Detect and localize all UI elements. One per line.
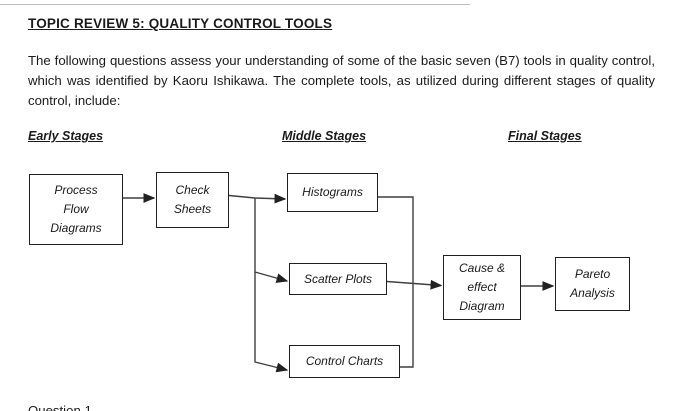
connector-check-sheets-to-histograms xyxy=(228,193,287,204)
flow-node-label: effect xyxy=(467,280,497,294)
stage-header-middle: Middle Stages xyxy=(282,129,367,143)
flow-node-process-flow-diagrams[interactable]: Process Flow Diagrams xyxy=(29,174,123,245)
flow-node-label: Cause & xyxy=(458,261,506,275)
flow-node-check-sheets[interactable]: Check Sheets xyxy=(156,172,229,228)
flow-node-scatter-plots[interactable]: Scatter Plots xyxy=(289,263,387,295)
flow-node-label: Diagram xyxy=(459,299,505,313)
document-title: TOPIC REVIEW 5: QUALITY CONTROL TOOLS xyxy=(28,16,333,31)
stage-header-final: Final Stages xyxy=(508,129,582,143)
flow-node-label: Diagrams xyxy=(50,221,102,235)
next-section-heading-partial: Question 1 xyxy=(28,403,92,411)
flow-node-label: Control Charts xyxy=(305,354,384,368)
flow-node-label: Histograms xyxy=(302,185,363,199)
connector-check-sheets-to-control-charts xyxy=(254,272,289,373)
flow-node-label: Pareto xyxy=(574,267,611,281)
flow-node-control-charts[interactable]: Control Charts xyxy=(289,345,400,378)
flow-node-label: Sheets xyxy=(173,202,212,216)
stage-header-early: Early Stages xyxy=(28,129,104,143)
flow-node-label: Scatter Plots xyxy=(303,271,373,286)
connector-check-sheets-to-scatter-plots xyxy=(254,198,289,283)
flow-node-label: Process xyxy=(54,183,98,197)
connector-scatter-plots-to-cause-effect-diagram xyxy=(386,279,443,290)
page-top-rule xyxy=(0,4,470,5)
flow-node-cause-effect-diagram[interactable]: Cause & effect Diagram xyxy=(443,255,521,320)
flow-node-label: Flow xyxy=(63,202,89,216)
flow-node-label: Analysis xyxy=(570,286,615,300)
flow-node-histograms[interactable]: Histograms xyxy=(287,173,378,212)
intro-paragraph: The following questions assess your unde… xyxy=(28,53,655,108)
flow-node-label: Check xyxy=(175,183,210,197)
flow-node-pareto-analysis[interactable]: Pareto Analysis xyxy=(555,257,630,311)
